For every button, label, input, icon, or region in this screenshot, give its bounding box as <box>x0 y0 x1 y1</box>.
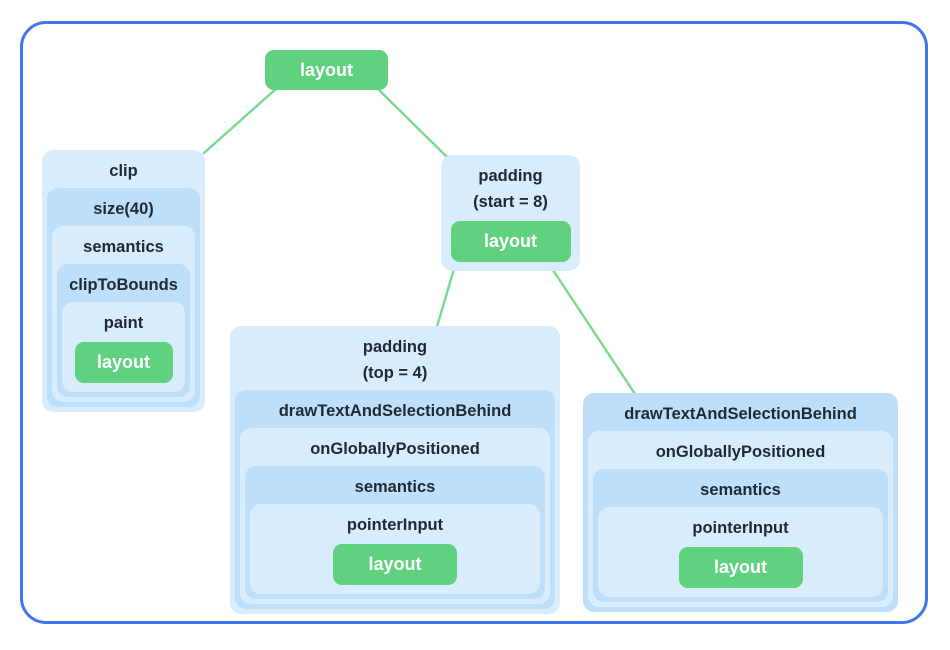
modifier-label-padding-start: padding (start = 8) <box>446 155 575 219</box>
padding-start-box: padding (start = 8) layout <box>441 155 580 271</box>
modifier-label-semantics: semantics <box>700 481 781 499</box>
modifier-box-ongloballypositioned: onGloballyPositioned semantics pointerIn… <box>588 431 893 607</box>
modifier-label-semantics: semantics <box>83 238 164 256</box>
modifier-box-cliptobounds: clipToBounds paint layout <box>57 264 190 397</box>
modifier-box-pointerinput: pointerInput layout <box>598 507 883 597</box>
modifier-label-drawtext: drawTextAndSelectionBehind <box>624 405 857 423</box>
padding-top-layout-node: layout <box>333 544 457 585</box>
modifier-box-semantics: semantics pointerInput layout <box>245 466 545 599</box>
modifier-label-ongloballypositioned: onGloballyPositioned <box>655 443 826 461</box>
diagram-frame-border <box>20 21 928 624</box>
padding-start-line1: padding <box>478 167 543 185</box>
modifier-label-padding-top: padding (top = 4) <box>235 326 555 390</box>
modifier-label-paint: paint <box>103 314 144 332</box>
modifier-label-size40: size(40) <box>93 200 154 218</box>
modifier-box-size40: size(40) semantics clipToBounds paint la… <box>47 188 200 407</box>
modifier-label-drawtext: drawTextAndSelectionBehind <box>278 402 512 420</box>
drawtext-modifier-chain: drawTextAndSelectionBehind onGloballyPos… <box>583 393 898 612</box>
modifier-label-clip: clip <box>109 162 138 180</box>
padding-top-line2: (top = 4) <box>362 364 428 382</box>
modifier-label-cliptobounds: clipToBounds <box>69 276 178 294</box>
clip-layout-node: layout <box>74 342 173 383</box>
modifier-box-paint: paint layout <box>62 302 185 392</box>
padding-top-modifier-chain: padding (top = 4) drawTextAndSelectionBe… <box>230 326 560 614</box>
padding-start-layout-node: layout <box>450 221 571 262</box>
modifier-box-semantics: semantics clipToBounds paint layout <box>52 226 195 402</box>
modifier-box-drawtext: drawTextAndSelectionBehind onGloballyPos… <box>235 390 555 609</box>
modifier-box-ongloballypositioned: onGloballyPositioned semantics pointerIn… <box>240 428 550 604</box>
modifier-label-semantics: semantics <box>354 478 436 496</box>
modifier-box-pointerinput: pointerInput layout <box>250 504 540 594</box>
modifier-label-pointerinput: pointerInput <box>346 516 444 534</box>
padding-start-line2: (start = 8) <box>473 193 548 211</box>
modifier-label-ongloballypositioned: onGloballyPositioned <box>310 440 480 458</box>
padding-top-line1: padding <box>362 338 428 356</box>
drawtext-layout-node: layout <box>678 547 803 588</box>
root-layout-node: layout <box>265 50 388 90</box>
modifier-label-pointerinput: pointerInput <box>692 519 789 537</box>
modifier-box-semantics: semantics pointerInput layout <box>593 469 888 602</box>
clip-modifier-chain: clip size(40) semantics clipToBounds pai… <box>42 150 205 412</box>
